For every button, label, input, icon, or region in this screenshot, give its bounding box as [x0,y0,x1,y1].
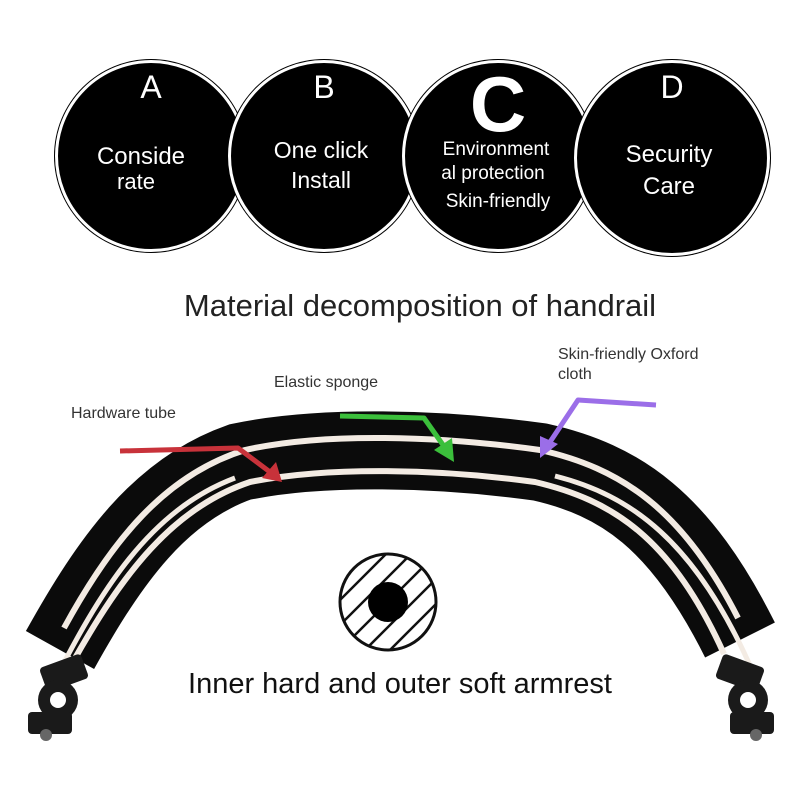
feature-text-b-line2: Install [290,167,352,193]
feature-letter-d: D [660,69,684,105]
section-heading: Material decomposition of handrail [183,288,657,323]
hardware-tube-arrow [119,445,282,482]
feature-text-c-line2: al protection [441,163,545,184]
label-oxford-cloth-line1: Skin-friendly Oxford [558,346,699,363]
handrail-stripe-upper [61,434,741,630]
label-oxford-cloth-line2: cloth [558,366,592,383]
feature-text-d-line1: Security [625,141,713,168]
label-hardware-tube: Hardware tube [71,405,176,422]
feature-letter-c: C [469,60,527,148]
clamp-right-icon [716,654,774,741]
feature-text-c-line1: Environment [442,139,550,160]
cross-section-icon [338,552,438,652]
feature-text-c-line3: Skin-friendly [445,191,551,212]
feature-text-a-line2: rate [117,169,155,194]
feature-letter-b: B [313,69,335,105]
handrail-stripe-lower [71,468,727,662]
feature-text-b-line1: One click [273,137,369,163]
feature-circle-a: A Conside rate [55,60,247,252]
feature-circle-b: B One click Install [228,60,420,252]
feature-text-a-line1: Conside [96,143,186,170]
feature-circle-c: C Environment al protection Skin-friendl… [402,60,594,252]
elastic-sponge-arrow [339,413,454,462]
feature-circle-d: D Security Care [574,60,770,256]
handrail-bar [25,411,775,669]
feature-text-d-line2: Care [642,173,696,200]
label-elastic-sponge: Elastic sponge [274,374,379,391]
oxford-cloth-arrow [540,397,657,458]
armrest-caption: Inner hard and outer soft armrest [188,668,612,700]
feature-letter-a: A [140,69,162,105]
clamp-left-icon [28,654,88,741]
